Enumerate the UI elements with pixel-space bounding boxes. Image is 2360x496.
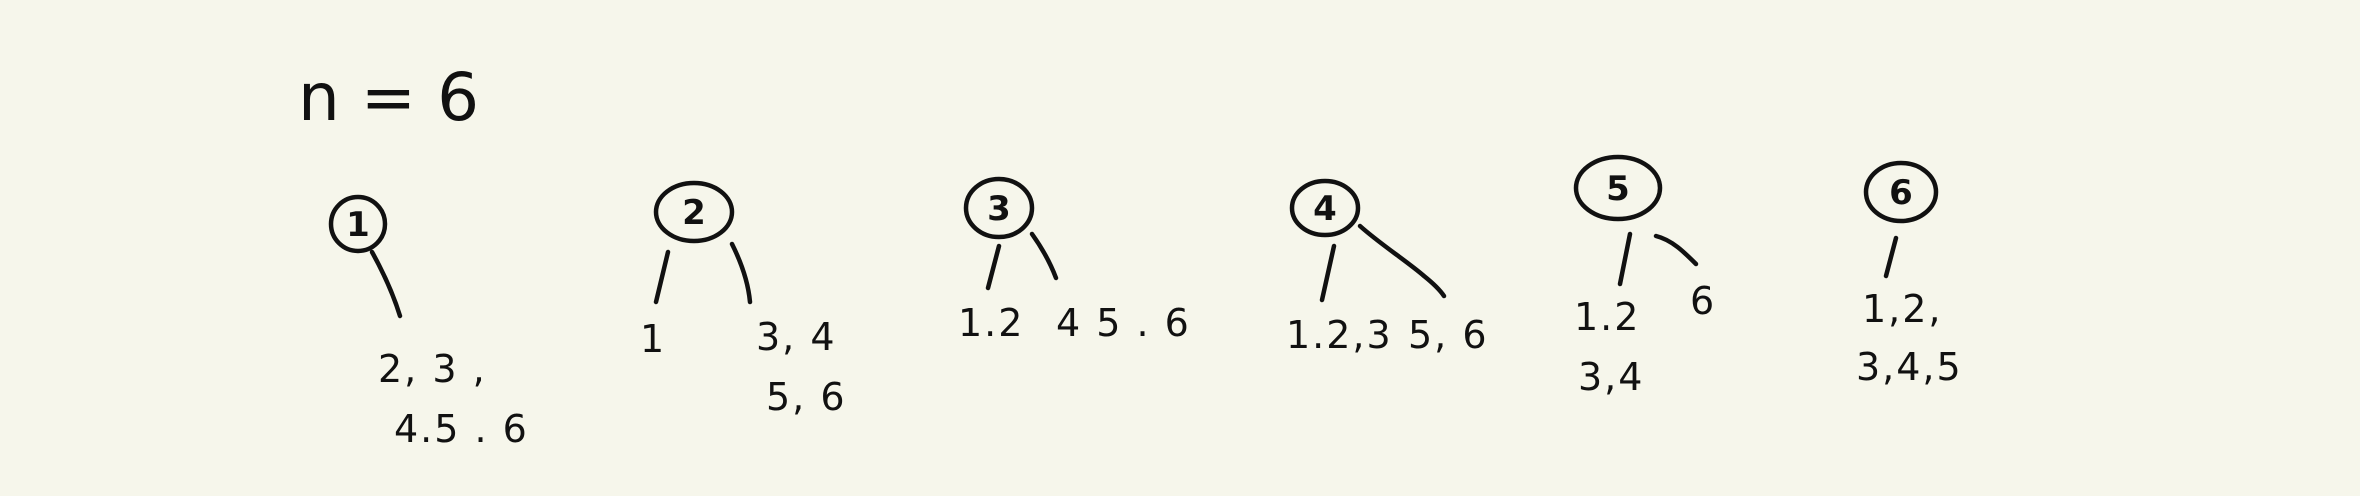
left-subtree-line-1: 1.2 [958,301,1024,345]
tree-root-6: 6 1,2, 3,4,5 [1856,160,1963,389]
right-subtree-line-1: 2, 3 , [378,347,487,391]
left-edge [985,243,1002,291]
left-subtree-line-1: 1 [640,317,666,361]
right-subtree-line-1: 6 [1690,279,1716,323]
root-node-label: 1 [346,205,370,245]
left-subtree-line-2: 3,4,5 [1856,345,1963,389]
right-edge [1653,233,1699,267]
tree-root-5: 5 1.2 3,4 6 [1573,154,1716,399]
right-subtree-line-2: 4.5 . 6 [394,407,529,451]
right-subtree-line-1: 3, 4 [756,315,837,359]
left-subtree-line-2: 3,4 [1578,355,1644,399]
tree-root-4: 4 1.2,3 5, 6 [1286,178,1489,357]
tree-root-3: 3 1.2 4 5 . 6 [958,176,1191,345]
root-node-circle [1289,178,1361,238]
root-node-label: 5 [1606,169,1630,209]
left-edge [1319,243,1337,303]
root-node-circle [653,180,735,244]
right-subtree-line-1: 5, 6 [1408,313,1489,357]
left-edge [653,249,671,305]
diagram-title: n = 6 [298,59,479,136]
right-edge [729,241,753,305]
left-edge [1883,235,1899,279]
right-subtree-line-1: 4 5 . 6 [1056,301,1191,345]
right-subtree-line-2: 5, 6 [766,375,847,419]
root-node-label: 6 [1889,173,1913,213]
root-node-label: 4 [1313,189,1337,229]
root-node-circle [328,194,388,254]
right-edge [1357,223,1447,299]
root-node-circle [1863,160,1939,224]
left-subtree-line-1: 1,2, [1862,287,1943,331]
root-node-circle [1573,154,1663,222]
root-node-label: 3 [987,189,1011,229]
right-edge [369,249,403,319]
left-subtree-line-1: 1.2 [1574,295,1640,339]
right-edge [1029,231,1059,281]
tree-root-2: 2 1 3, 4 5, 6 [640,180,847,419]
left-subtree-line-1: 1.2,3 [1286,313,1393,357]
root-node-label: 2 [682,193,706,233]
left-edge [1617,231,1633,287]
root-node-circle [963,176,1035,240]
tree-root-1: 1 2, 3 , 4.5 . 6 [328,194,529,451]
